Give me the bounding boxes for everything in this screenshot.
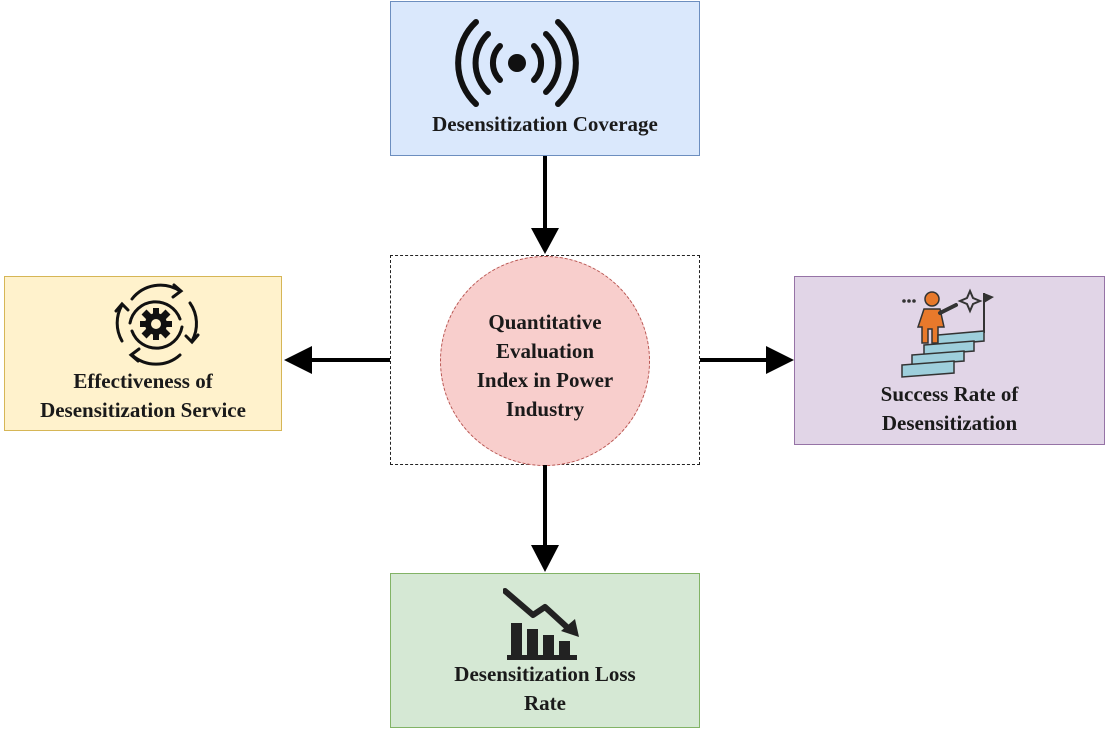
coverage-node: Desensitization Coverage (390, 1, 700, 156)
gear-cycle-icon (114, 283, 200, 366)
signal-broadcast-icon (455, 19, 579, 107)
climbing-success-icon (901, 288, 994, 378)
center-label: Quantitative Evaluation Index in Power I… (476, 310, 614, 421)
service-effectiveness-node: Effectiveness of Desensitization Service (4, 276, 282, 431)
arrow-center-to-bottom (531, 465, 559, 572)
arrow-top-to-center (531, 156, 559, 254)
loss-rate-label: Desensitization Loss Rate (454, 662, 636, 715)
success-rate-label: Success Rate of Desensitization (880, 382, 1019, 435)
arrow-center-to-left (284, 346, 390, 374)
center-node (440, 256, 650, 466)
arrow-center-to-right (700, 346, 794, 374)
service-effectiveness-label: Effectiveness of Desensitization Service (40, 369, 246, 422)
coverage-label: Desensitization Coverage (432, 112, 658, 136)
declining-chart-icon (503, 588, 579, 660)
